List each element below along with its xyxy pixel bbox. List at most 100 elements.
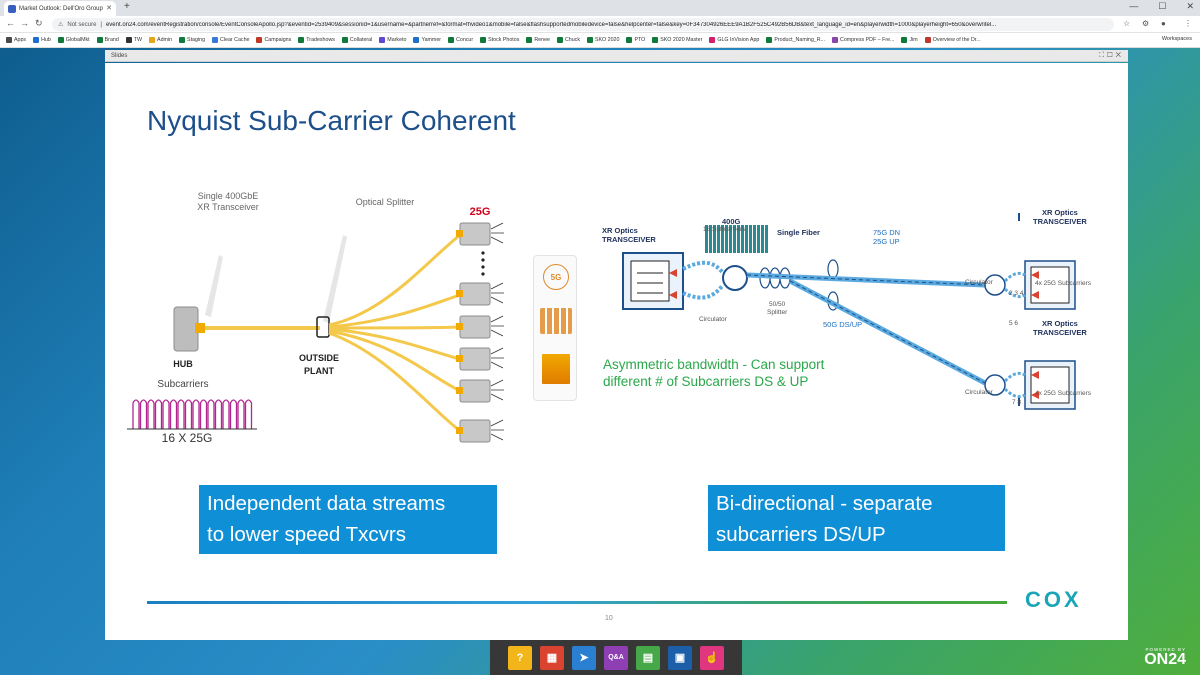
menu-icon[interactable]: ⋮ — [1184, 19, 1192, 28]
endpoint-box — [459, 282, 491, 306]
hand-icon[interactable]: ☝ — [700, 645, 724, 670]
cursor-icon[interactable]: ➤ — [572, 645, 596, 670]
profile-avatar-icon[interactable]: ● — [1161, 19, 1166, 28]
bookmark-item[interactable]: Stock Photos — [480, 37, 519, 43]
bookmark-icon — [179, 37, 186, 43]
cox-logo: COX — [1025, 587, 1082, 612]
bookmark-item[interactable]: Hub — [33, 37, 51, 43]
bookmark-label: Admin — [157, 37, 173, 43]
subcarrier-hump — [139, 399, 148, 429]
subcarrier-bar — [741, 225, 744, 253]
bookmark-item[interactable]: SKO 2020 Master — [652, 37, 702, 43]
subcarrier-count-label: 16 X 25G — [161, 431, 213, 445]
address-bar-row: ← → ↻ ⚠ Not secure | event.on24.com/even… — [0, 16, 1200, 33]
bookmark-item[interactable]: SKO 2020 — [586, 37, 619, 43]
bookmark-item[interactable]: Brand — [96, 37, 119, 43]
pon-split-diagram — [127, 222, 504, 443]
bookmark-workspaces[interactable]: Workspaces — [1161, 36, 1192, 42]
close-window-icon[interactable]: ✕ — [1186, 1, 1194, 11]
fiber-label: Single Fiber — [777, 228, 820, 237]
remote-top-arrows — [1031, 271, 1039, 299]
bookmark-icon — [256, 37, 263, 43]
bookmark-icon — [6, 37, 12, 43]
branch-fiber — [328, 325, 461, 330]
url-text: event.on24.com/eventRegistration/console… — [105, 21, 997, 28]
bookmark-item[interactable]: TW — [125, 37, 142, 43]
tab-title: Market Outlook: Dell'Oro Group — [19, 5, 103, 12]
minimize-icon[interactable]: — — [1129, 1, 1139, 11]
bookmark-item[interactable]: Chuck — [556, 37, 580, 43]
subcarrier-bar — [721, 225, 724, 253]
bookmark-item[interactable]: Apps — [6, 37, 26, 43]
bookmark-item[interactable]: GLG InVision App — [709, 37, 759, 43]
branch-fiber — [328, 331, 461, 433]
extensions-icon[interactable]: ⚙ — [1142, 19, 1150, 28]
hub-port — [195, 323, 205, 333]
bookmark-icon — [586, 37, 593, 43]
bookmark-item[interactable]: Yammer — [413, 37, 441, 43]
bookmark-icon — [652, 37, 659, 43]
bookmark-star-icon[interactable]: ☆ — [1123, 19, 1131, 28]
bookmark-label: Concur — [456, 37, 474, 43]
bookmark-item[interactable]: Staging — [179, 37, 205, 43]
bookmark-label: Campaigns — [264, 37, 292, 43]
reload-icon[interactable]: ↻ — [35, 18, 43, 28]
bookmark-item[interactable]: Compress PDF – Fre... — [832, 37, 894, 43]
bookmark-icon — [57, 37, 64, 43]
bookmark-item[interactable]: Admin — [149, 37, 172, 43]
bookmark-item[interactable]: Jim — [901, 37, 918, 43]
media-icon[interactable]: ▦ — [540, 645, 564, 670]
on24-branding: POWERED BY ON24 — [1144, 647, 1186, 668]
subcarrier-bar — [737, 225, 740, 253]
subcarrier-hump — [147, 399, 155, 429]
browser-tab[interactable]: Market Outlook: Dell'Oro Group ✕ — [4, 1, 116, 16]
branch-fiber — [328, 233, 461, 327]
slides-icon[interactable]: ▣ — [668, 645, 692, 670]
main-circulator-label: Circulator — [699, 316, 727, 323]
panel-title: Slides — [111, 53, 128, 59]
remote-bottom-arrows — [1031, 371, 1039, 399]
bookmark-item[interactable]: Clear Cache — [212, 37, 249, 43]
bookmark-item[interactable]: Marketo — [379, 37, 406, 43]
bookmark-item[interactable]: GlobalMkt — [57, 37, 90, 43]
close-tab-icon[interactable]: ✕ — [106, 5, 112, 12]
remote-bottom-subcarriers: 4x 25G Subcarriers — [1035, 390, 1091, 397]
bookmark-item[interactable]: Overview of the Dr... — [924, 37, 981, 43]
antenna-hub — [205, 255, 223, 317]
qa-icon[interactable]: Q&A — [604, 645, 628, 670]
slide-title: Nyquist Sub-Carrier Coherent — [147, 105, 516, 136]
antenna-plant — [323, 235, 347, 323]
bookmark-item[interactable]: Tradeshows — [298, 37, 335, 43]
security-label: Not secure — [67, 21, 97, 28]
subcarrier-hump — [207, 399, 215, 429]
back-icon[interactable]: ← — [6, 18, 15, 28]
bookmark-icon — [298, 37, 305, 43]
capacity-label: 400G — [722, 217, 741, 226]
endpoint-box — [459, 315, 491, 339]
maximize-icon[interactable]: ☐ — [1158, 1, 1167, 11]
houses-icon — [540, 308, 572, 334]
bookmark-item[interactable]: Campaigns — [256, 37, 291, 43]
endpoint-ports — [456, 230, 463, 434]
splitter-label: Optical Splitter — [355, 197, 415, 207]
new-tab-button[interactable]: + — [124, 1, 130, 12]
bookmark-label: Apps — [14, 37, 27, 43]
bookmark-item[interactable]: Renee — [526, 37, 550, 43]
bookmark-item[interactable]: Product_Naming_R... — [766, 37, 825, 43]
bookmark-item[interactable]: Collateral — [341, 37, 372, 43]
subcarrier-hump — [214, 399, 223, 429]
url-field[interactable]: ⚠ Not secure | event.on24.com/eventRegis… — [52, 18, 1114, 31]
bookmark-icon — [125, 37, 132, 43]
document-icon[interactable]: ▤ — [636, 645, 660, 670]
bookmark-icon — [96, 37, 103, 43]
lower-rate-label: 50G DS/UP — [823, 320, 863, 329]
endpoint-transceivers — [459, 222, 491, 443]
bookmark-icon — [709, 37, 716, 43]
main-circulator — [722, 265, 748, 291]
panel-controls[interactable]: ⛶☐✕ — [1099, 52, 1124, 59]
bookmark-item[interactable]: PTO — [626, 37, 645, 43]
help-icon[interactable]: ? — [508, 645, 532, 670]
forward-icon[interactable]: → — [20, 18, 29, 28]
callout-bidirectional: Bi-directional - separate subcarriers DS… — [708, 485, 1005, 551]
bookmark-item[interactable]: Concur — [448, 37, 473, 43]
